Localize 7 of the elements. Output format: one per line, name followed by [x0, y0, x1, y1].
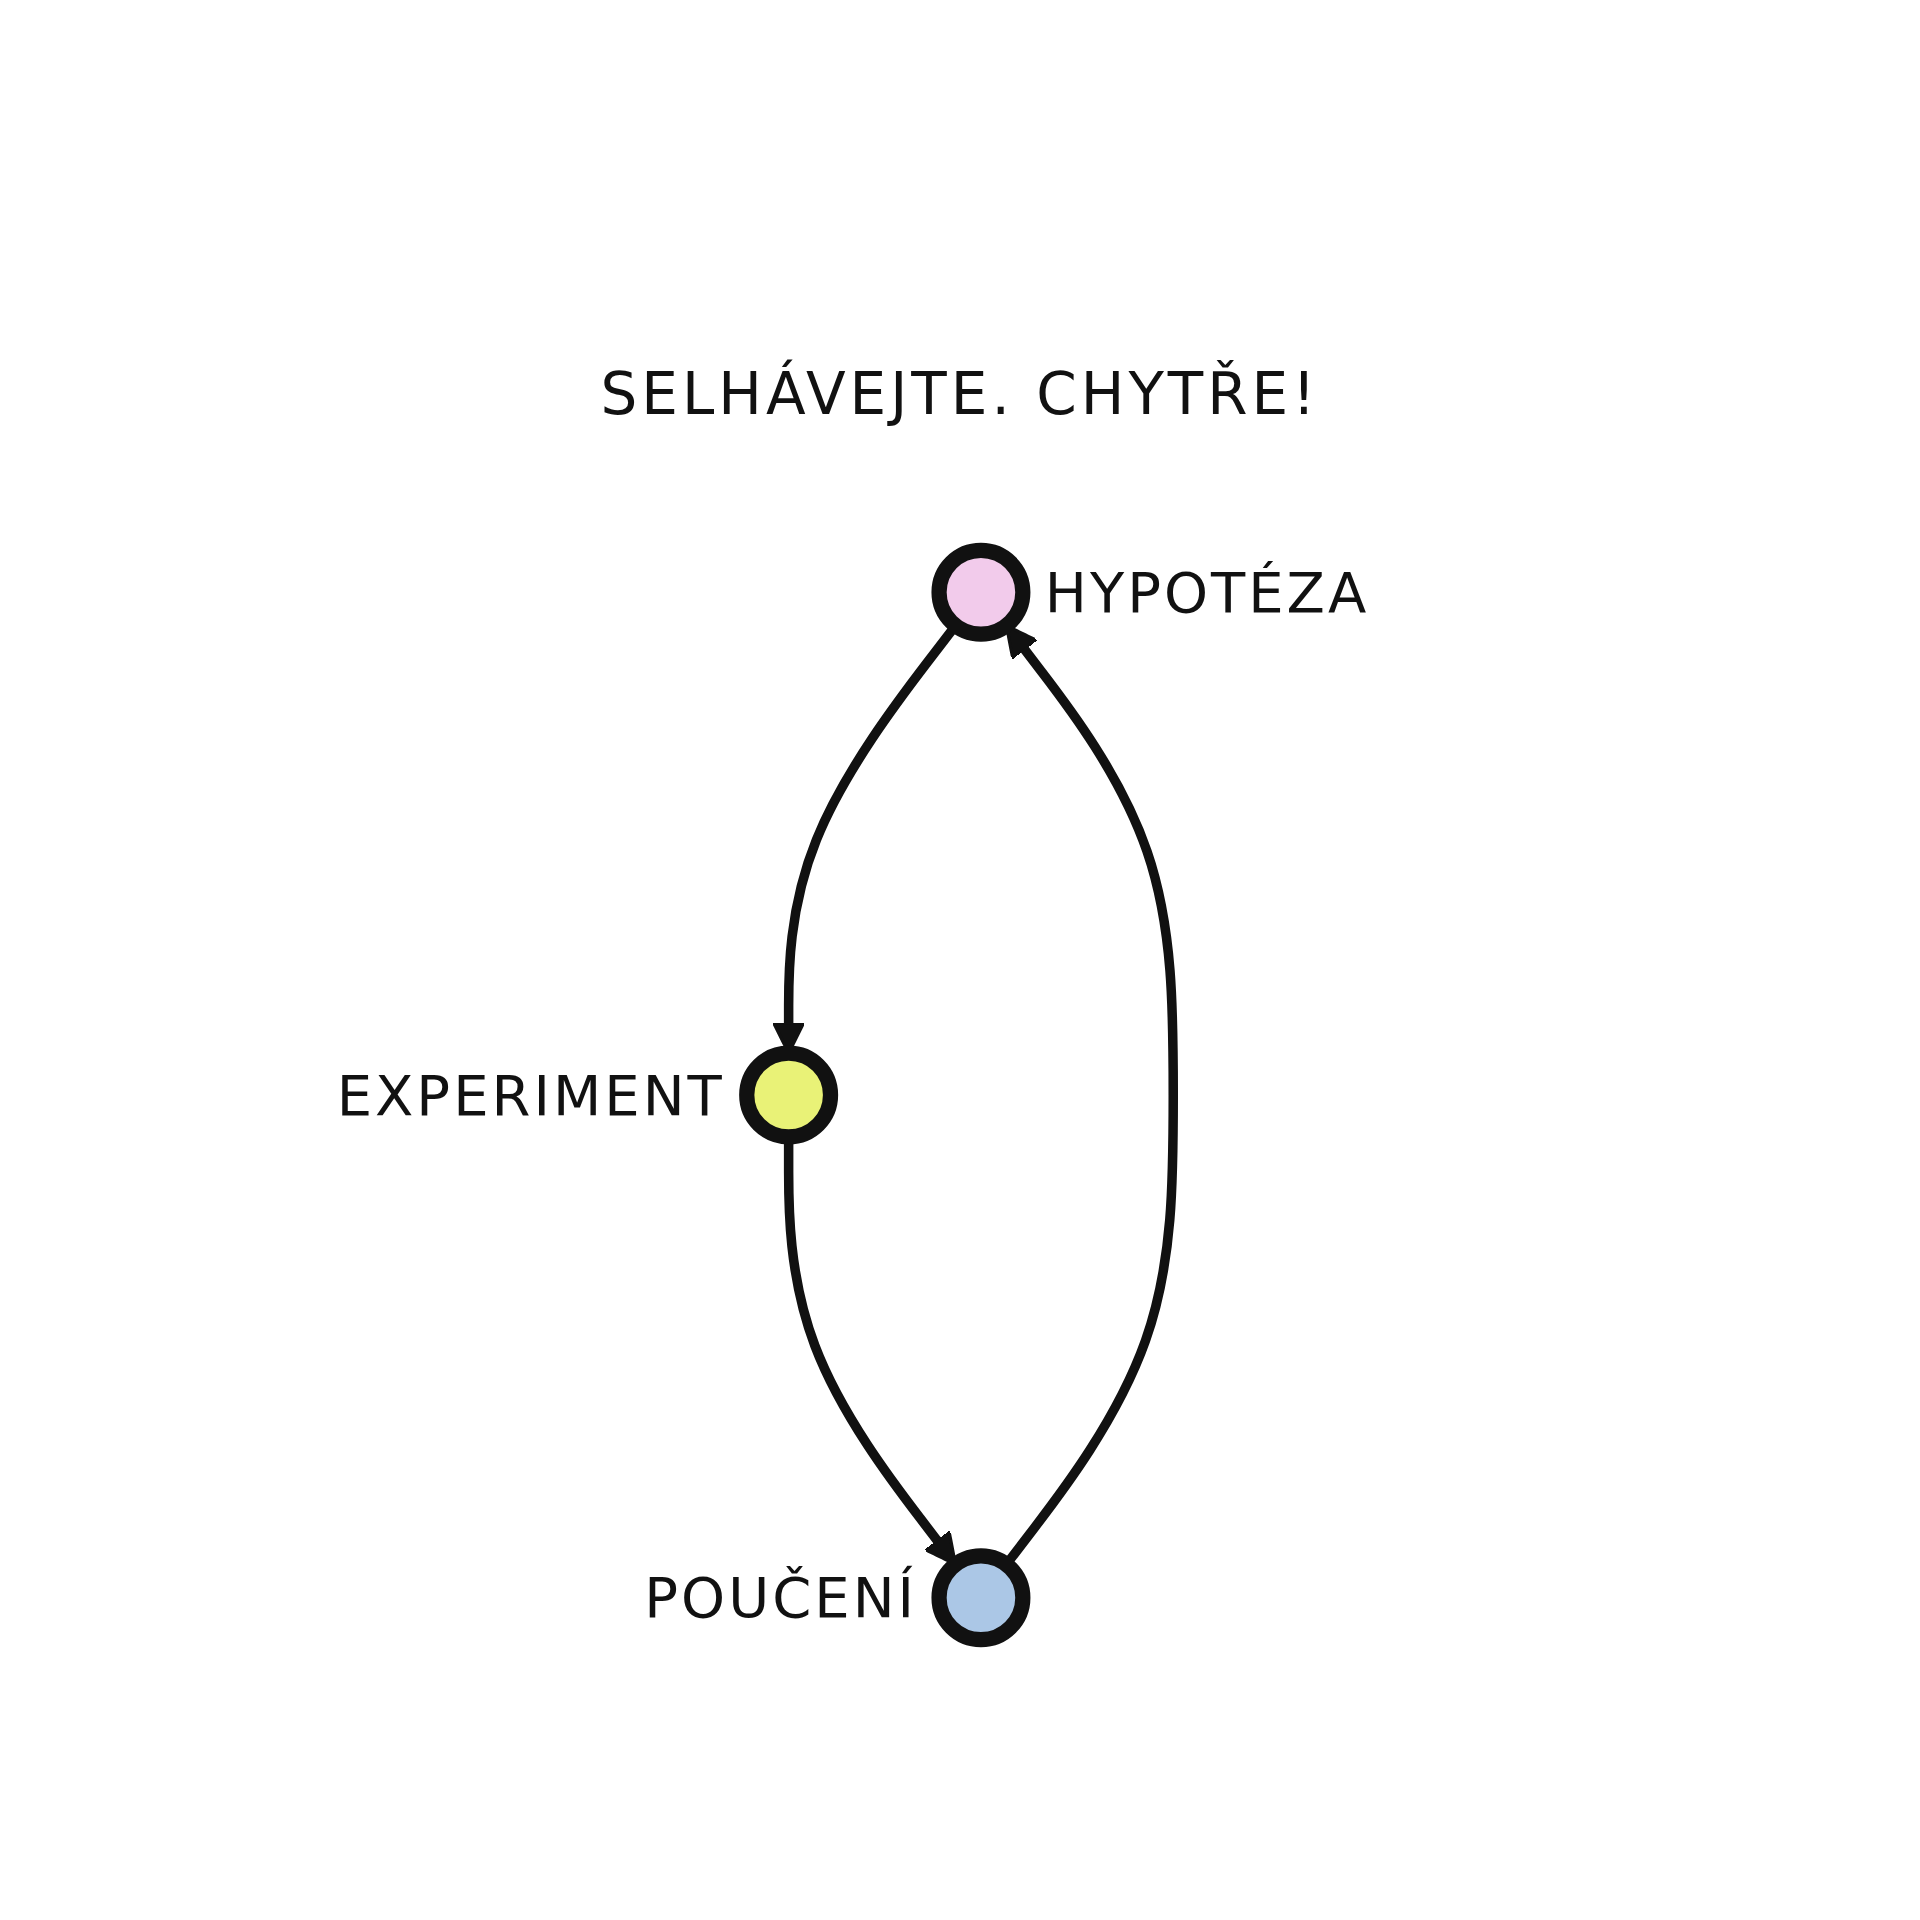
- title: SELHÁVEJTE. CHYTŘE!: [600, 360, 1320, 428]
- node-circle: [931, 542, 1031, 642]
- node-circle: [931, 1548, 1031, 1648]
- node-circle: [739, 1045, 839, 1145]
- node-label: HYPOTÉZA: [1044, 559, 1370, 625]
- node-label: POUČENÍ: [644, 1565, 918, 1631]
- node-label: EXPERIMENT: [336, 1062, 725, 1128]
